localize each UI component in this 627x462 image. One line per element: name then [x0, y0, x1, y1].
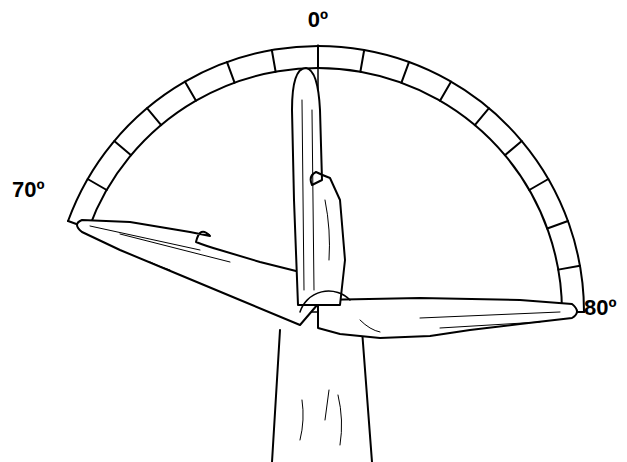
protractor-tick: [227, 62, 235, 83]
forearm: [272, 330, 372, 462]
protractor-tick: [88, 179, 107, 190]
protractor-tick: [475, 108, 489, 125]
flexed-hand: [318, 298, 577, 338]
protractor-tick: [505, 141, 522, 155]
protractor-tick: [147, 108, 161, 125]
neutral-hand: [292, 68, 345, 305]
protractor-tick: [272, 50, 276, 72]
protractor-tick: [360, 50, 364, 72]
protractor-tick: [185, 82, 196, 101]
protractor-tick: [440, 82, 451, 101]
protractor-inner-arc: [89, 68, 562, 312]
protractor-tick: [114, 141, 131, 155]
protractor-tick: [529, 179, 548, 190]
flexed-hand-fingers: [360, 312, 560, 332]
angle-label: 70º: [12, 178, 45, 202]
angle-label: 80º: [584, 296, 617, 320]
angle-label: 0º: [308, 8, 328, 32]
protractor-outer-arc: [68, 46, 584, 312]
protractor-ticks: [68, 46, 584, 312]
extended-hand-fingers: [90, 226, 230, 270]
protractor-tick: [547, 221, 568, 229]
protractor-tick: [558, 266, 580, 270]
extended-hand: [77, 220, 330, 325]
wrist-joint-arc: [300, 291, 350, 312]
neutral-hand-fingers: [302, 100, 330, 290]
forearm-shading: [300, 390, 342, 445]
protractor-tick: [401, 62, 409, 83]
